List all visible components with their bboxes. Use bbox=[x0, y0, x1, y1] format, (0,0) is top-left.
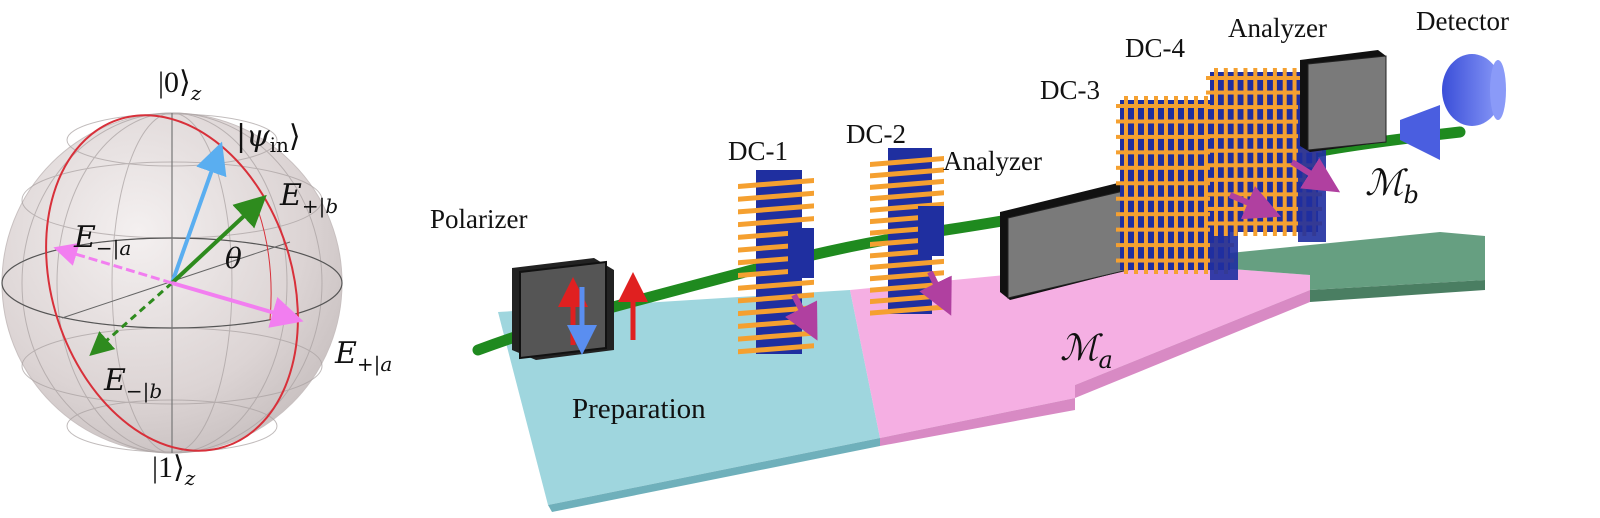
coil-winding bbox=[738, 203, 814, 215]
dc1-spin-arrow bbox=[785, 293, 818, 341]
ma-stage-edge-2 bbox=[1075, 290, 1310, 398]
mb-stage bbox=[1140, 232, 1485, 290]
coil-winding-horizontal bbox=[1116, 212, 1234, 217]
coil-winding bbox=[738, 190, 814, 202]
coil-winding bbox=[738, 216, 814, 228]
coil-winding-vertical bbox=[1204, 96, 1208, 274]
south-pole-label: |1⟩z bbox=[152, 451, 196, 490]
e-minus-b-vector bbox=[89, 281, 173, 356]
coil-winding bbox=[738, 279, 814, 291]
e-plus-a-vector bbox=[171, 281, 304, 328]
coil-winding-vertical bbox=[1292, 68, 1297, 236]
e-minus-a-vector bbox=[53, 242, 173, 285]
coil-winding bbox=[870, 178, 944, 190]
coil-winding-horizontal bbox=[1116, 258, 1234, 263]
analyzer-b-label: Analyzer bbox=[1228, 13, 1327, 43]
coil-winding bbox=[870, 156, 944, 167]
coil-winding-horizontal bbox=[1116, 227, 1234, 232]
coil-winding bbox=[870, 270, 944, 282]
coil-winding-vertical bbox=[1184, 96, 1188, 274]
coil-winding-vertical bbox=[1272, 68, 1277, 236]
theta-label: θ bbox=[225, 242, 242, 275]
mb-label: ℳb bbox=[1365, 163, 1419, 209]
dc3-label: DC-3 bbox=[1040, 75, 1100, 105]
coil-winding bbox=[870, 167, 944, 179]
coil-winding-vertical bbox=[1194, 96, 1198, 274]
dc4-spin-arrow bbox=[1290, 157, 1341, 193]
polarizer bbox=[512, 258, 648, 360]
core-block-front bbox=[918, 206, 944, 256]
psi-in-label: |ψin⟩ bbox=[236, 119, 301, 157]
ma-stage bbox=[850, 262, 1310, 438]
experimental-setup: Polarizer DC-1 DC-2 Analyzer DC-3 DC-4 A… bbox=[430, 6, 1509, 512]
preparation-label: Preparation bbox=[572, 393, 706, 425]
analyzer-a-label: Analyzer bbox=[943, 146, 1042, 176]
dc4-label: DC-4 bbox=[1125, 33, 1185, 63]
coil-winding-horizontal bbox=[1116, 181, 1234, 186]
psi-vector bbox=[170, 141, 227, 284]
coil-winding-horizontal bbox=[1116, 196, 1234, 201]
ma-label: ℳa bbox=[1060, 328, 1113, 374]
coil-winding-vertical bbox=[1282, 68, 1287, 236]
dc2-spin-arrow bbox=[919, 270, 952, 316]
bloch-sphere: |0⟩z |1⟩z |ψin⟩ E+|b E−|a E+|a E−|b θ bbox=[1, 66, 392, 490]
ma-stage-edge bbox=[880, 398, 1075, 446]
analyzer-b bbox=[1300, 50, 1387, 152]
e-plus-b-label: E+|b bbox=[279, 178, 338, 219]
analyzer-a bbox=[1000, 182, 1129, 300]
great-circle bbox=[45, 114, 299, 452]
coil-winding bbox=[870, 258, 944, 270]
detector-label: Detector bbox=[1416, 6, 1509, 36]
coil-winding bbox=[870, 190, 944, 202]
coil-winding-horizontal bbox=[1206, 177, 1322, 182]
coil-winding bbox=[738, 178, 814, 189]
dc2-label: DC-2 bbox=[846, 119, 906, 149]
dc1-label: DC-1 bbox=[728, 136, 788, 166]
e-minus-a-label: E−|a bbox=[73, 220, 131, 261]
coil-winding-horizontal bbox=[1116, 243, 1234, 248]
coil-winding-horizontal bbox=[1206, 221, 1322, 226]
coil-winding bbox=[738, 343, 814, 355]
polarizer-label: Polarizer bbox=[430, 204, 527, 234]
core-block-front bbox=[788, 228, 814, 278]
dc2-device bbox=[870, 148, 944, 316]
mb-stage-edge bbox=[1310, 280, 1485, 302]
coil-winding bbox=[870, 201, 944, 213]
e-plus-b-vector bbox=[170, 194, 267, 285]
e-minus-b-label: E−|b bbox=[103, 363, 162, 404]
north-pole-label: |0⟩z bbox=[158, 66, 202, 105]
coil-winding-horizontal bbox=[1206, 148, 1322, 153]
coil-winding-horizontal bbox=[1206, 163, 1322, 168]
dc3-spin-arrow bbox=[1228, 186, 1282, 220]
detector bbox=[1400, 54, 1506, 160]
e-plus-a-label: E+|a bbox=[334, 336, 392, 377]
preparation-stage-edge bbox=[548, 438, 880, 512]
